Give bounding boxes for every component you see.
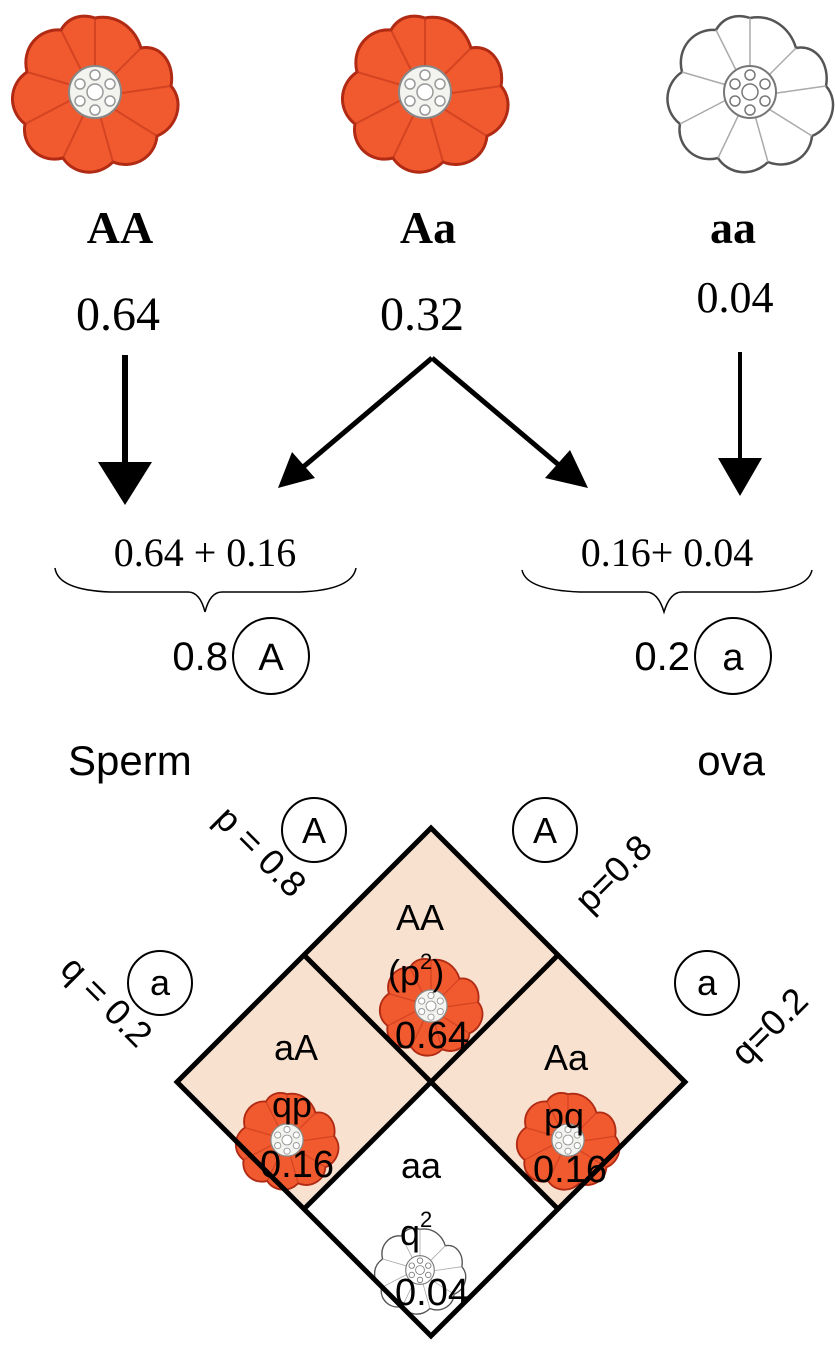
cell-top-expr: (p [388,952,420,993]
left-pool-allele-circle [232,617,310,695]
right-axis-a-circle [674,950,740,1016]
arrow-Aa-left-head-icon [278,452,315,488]
genotype-Aa-frequency: 0.32 [380,288,464,341]
right-axis-p-frequency: p=0.8 [566,826,659,919]
flower-aa-icon [666,14,835,174]
right-pool-result: 0.2 [634,635,690,679]
arrow-Aa-right-head-icon [545,450,588,488]
left-axis-A-circle [281,797,347,863]
cell-top-expression: (p2) [388,949,444,993]
genotype-aa-label: aa [710,202,756,253]
cell-right-value: 0.16 [533,1149,607,1191]
cell-left-genotype: aA [274,1027,318,1068]
cell-top-genotype: AA [396,897,444,938]
arrow-Aa-left-shaft [300,356,434,470]
ova-label: ova [697,737,765,784]
cell-top-sup: 2 [420,949,432,974]
right-axis-a-allele: a [697,962,718,1003]
right-pool-brace [521,569,813,615]
sperm-label: Sperm [68,737,192,784]
flower-AA-icon [10,14,180,174]
left-pool-brace [54,567,357,613]
cell-top-expr-end: ) [432,952,444,993]
genotype-aa-frequency: 0.04 [697,273,774,322]
cell-bottom-expr: q [400,1212,420,1253]
genotype-AA-label: AA [87,202,153,253]
left-axis-A-allele: A [302,810,326,851]
right-axis-A-circle [512,797,578,863]
left-axis-a-allele: a [150,962,171,1003]
cell-top-value: 0.64 [395,1015,469,1057]
cell-left-expression: qp [272,1084,312,1125]
cell-bottom-sup: 2 [420,1207,432,1232]
left-pool-sum: 0.64 + 0.16 [114,530,297,575]
punnett-divider-2 [302,953,560,1211]
right-pool-sum: 0.16+ 0.04 [581,530,754,575]
flower-Aa-icon [340,14,510,174]
right-axis-A-allele: A [533,810,557,851]
genotype-Aa-label: Aa [400,202,456,253]
arrow-AA-head-icon [98,462,152,505]
punnett-diamond-outline [173,824,689,1340]
left-pool-result: 0.8 [172,635,228,679]
arrow-aa-head-icon [718,458,762,496]
left-axis-a-circle [127,950,193,1016]
cell-left-value: 0.16 [260,1144,334,1186]
left-pool-allele: A [258,637,284,679]
right-pool-allele: a [722,637,744,679]
cell-bottom-expression: q2 [400,1207,432,1253]
arrow-Aa-right-shaft [430,356,562,468]
cell-bottom-value: 0.04 [395,1272,469,1314]
right-pool-allele-circle [694,617,772,695]
cell-right-expression: pq [544,1095,584,1136]
cell-bottom-genotype: aa [401,1145,442,1186]
cell-right-genotype: Aa [544,1037,589,1078]
genotype-AA-frequency: 0.64 [76,288,160,341]
